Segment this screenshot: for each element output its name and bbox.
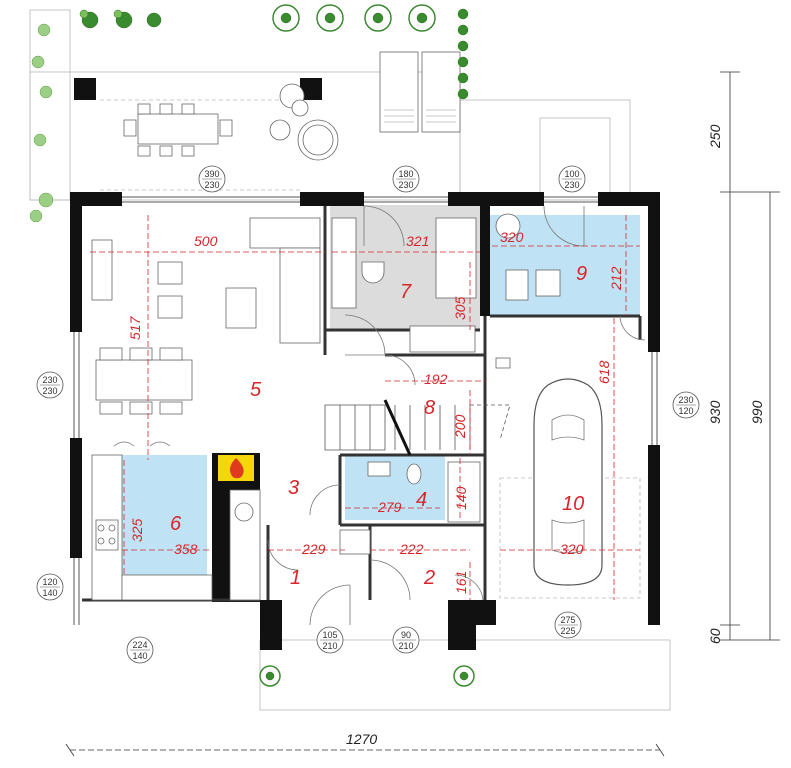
- room-label-9: 9: [576, 263, 587, 285]
- fire-icon: [229, 458, 244, 479]
- svg-text:230: 230: [42, 375, 57, 385]
- plant-entrance-left: [259, 665, 281, 687]
- plant-7: [408, 4, 436, 32]
- opening-bubble: 180 230: [392, 165, 420, 193]
- opening-bubble: 390 230: [198, 165, 226, 193]
- dim-279: 279: [377, 499, 402, 515]
- svg-text:225: 225: [560, 626, 575, 636]
- room-numbers: 1 2 3 4 5 6 7 8 9 10: [170, 263, 587, 589]
- room-label-10: 10: [562, 493, 584, 515]
- svg-text:140: 140: [132, 651, 147, 661]
- svg-text:230: 230: [564, 180, 579, 190]
- garden-plants: [29, 4, 475, 687]
- external-dimension-lines: [65, 71, 780, 757]
- plant-4: [272, 4, 300, 32]
- dim-321: 321: [406, 233, 429, 249]
- dim-229: 229: [301, 541, 326, 557]
- dim-500: 500: [194, 233, 218, 249]
- dim-161: 161: [453, 571, 469, 594]
- plant-3: [146, 12, 162, 28]
- utility-fixtures: [331, 217, 477, 353]
- room-label-7: 7: [400, 281, 412, 303]
- svg-text:120: 120: [678, 406, 693, 416]
- ext-1270: 1270: [346, 731, 377, 747]
- kitchen-furniture: [91, 441, 261, 601]
- staircase: [324, 399, 511, 456]
- living-room-furniture: [91, 217, 321, 415]
- ext-930: 930: [707, 400, 723, 424]
- room-label-6: 6: [170, 513, 182, 535]
- svg-text:275: 275: [560, 615, 575, 625]
- opening-bubble: 230 230: [36, 371, 64, 399]
- svg-text:390: 390: [204, 169, 219, 179]
- dim-140: 140: [453, 486, 469, 510]
- opening-bubbles: 390 230 180 230 100 230 230 230 230 120: [36, 165, 700, 664]
- shrubs-left: [29, 23, 54, 223]
- dim-212: 212: [608, 266, 624, 291]
- plant-5: [316, 4, 344, 32]
- windows: [73, 196, 658, 625]
- dim-320b: 320: [560, 541, 584, 557]
- opening-bubble: 105 210: [316, 626, 344, 654]
- dim-320a: 320: [500, 229, 524, 245]
- svg-text:230: 230: [398, 180, 413, 190]
- external-dimension-labels: 250 930 990 60 1270: [346, 124, 765, 747]
- fireplace: [212, 453, 260, 483]
- svg-text:210: 210: [398, 641, 413, 651]
- svg-text:224: 224: [132, 640, 147, 650]
- opening-bubble: 224 140: [126, 636, 154, 664]
- garage: [495, 357, 641, 599]
- room-label-4: 4: [416, 489, 427, 511]
- plant-2: [113, 9, 133, 29]
- doors: [267, 205, 646, 626]
- svg-text:120: 120: [42, 577, 57, 587]
- room-label-5: 5: [250, 379, 262, 401]
- dimension-labels: 500 517 321 320 212 305 192 200 618 279 …: [127, 229, 624, 594]
- dim-358: 358: [174, 541, 198, 557]
- opening-bubble: 275 225: [554, 611, 582, 639]
- ext-990: 990: [749, 400, 765, 424]
- plant-entrance-right: [453, 665, 475, 687]
- svg-text:230: 230: [204, 180, 219, 190]
- plant-6: [364, 4, 392, 32]
- svg-text:230: 230: [678, 395, 693, 405]
- svg-text:140: 140: [42, 588, 57, 598]
- room-label-3: 3: [288, 477, 299, 499]
- dim-618: 618: [596, 360, 612, 384]
- terrace-dining-table: [123, 103, 233, 157]
- dim-192: 192: [424, 371, 448, 387]
- room-4-floor: [345, 455, 445, 520]
- ext-60: 60: [707, 628, 723, 644]
- sun-loungers: [379, 51, 461, 133]
- opening-bubble: 120 140: [36, 573, 64, 601]
- svg-text:90: 90: [401, 630, 411, 640]
- svg-text:230: 230: [42, 386, 57, 396]
- dim-517: 517: [127, 315, 143, 340]
- terrace-pillars: [74, 78, 322, 100]
- dim-222: 222: [399, 541, 424, 557]
- hedge: [457, 8, 469, 100]
- svg-text:180: 180: [398, 169, 413, 179]
- svg-text:100: 100: [564, 169, 579, 179]
- ext-250: 250: [707, 124, 723, 149]
- room-label-1: 1: [290, 567, 301, 589]
- room-label-2: 2: [423, 567, 435, 589]
- dim-325: 325: [129, 518, 145, 542]
- svg-text:105: 105: [322, 630, 337, 640]
- dimension-lines: [90, 215, 640, 600]
- dim-305: 305: [452, 296, 468, 320]
- dim-200: 200: [452, 414, 468, 439]
- bathroom-9-fixtures: [495, 213, 561, 301]
- room-label-8: 8: [424, 397, 435, 419]
- svg-text:210: 210: [322, 641, 337, 651]
- kitchen-counter: [122, 455, 207, 495]
- opening-bubble: 100 230: [558, 165, 586, 193]
- terrace-round-table: [269, 83, 339, 161]
- plant-1: [79, 9, 99, 29]
- opening-bubble: 90 210: [392, 626, 420, 654]
- opening-bubble: 230 120: [672, 391, 700, 419]
